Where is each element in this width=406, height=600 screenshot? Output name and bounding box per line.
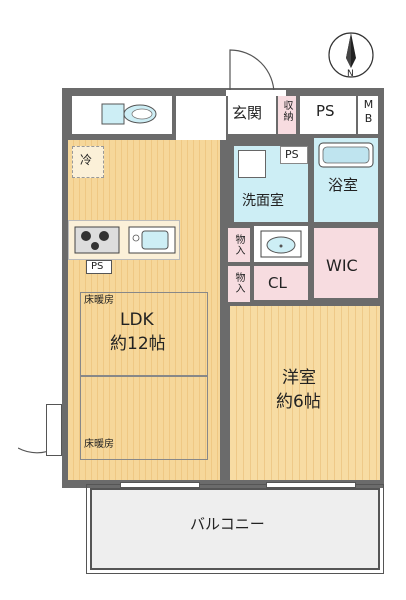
washbasin bbox=[260, 230, 302, 258]
compass: N bbox=[326, 30, 376, 80]
fridge-space bbox=[72, 146, 104, 178]
mono-label-2: 物入 bbox=[233, 272, 244, 294]
floor-heating-zone-2 bbox=[80, 376, 208, 460]
window-youshitsu bbox=[266, 482, 356, 488]
side-door-frame bbox=[46, 404, 62, 456]
washbasin-icon bbox=[260, 230, 302, 258]
ps-top-label: PS bbox=[316, 102, 335, 120]
wic-room bbox=[314, 228, 378, 298]
stove bbox=[74, 226, 120, 254]
mb-room bbox=[358, 96, 378, 134]
window-ldk bbox=[120, 482, 200, 488]
genkan-room bbox=[228, 96, 276, 134]
floor-heating-zone-1 bbox=[80, 292, 208, 376]
ldk-floor bbox=[68, 140, 220, 480]
youshitsu-name: 洋室 bbox=[282, 368, 316, 388]
bathtub bbox=[318, 142, 374, 168]
ldk-size: 約12帖 bbox=[110, 334, 166, 354]
ps-bath-box bbox=[280, 146, 308, 164]
floor-heating-label-2: 床暖房 bbox=[84, 439, 114, 450]
mb-label: MB bbox=[362, 98, 375, 126]
youshitsu-size: 約6帖 bbox=[276, 392, 321, 412]
bathtub-icon bbox=[318, 142, 374, 168]
stove-icon bbox=[74, 226, 120, 254]
ldk-name: LDK bbox=[120, 310, 154, 330]
ps-top-room bbox=[300, 96, 356, 134]
ps-bath-label: PS bbox=[285, 148, 299, 161]
washer-space bbox=[238, 150, 266, 178]
cl-room bbox=[254, 266, 308, 300]
balcony-label: バルコニー bbox=[190, 515, 265, 533]
wic-label: WIC bbox=[326, 256, 358, 275]
ps-toilet-label: PS bbox=[74, 124, 87, 135]
hall-area bbox=[176, 96, 226, 140]
sink-icon bbox=[128, 226, 176, 254]
mono-label-1: 物入 bbox=[233, 234, 244, 256]
senmenshitsu-label: 洗面室 bbox=[242, 193, 284, 209]
kitchen-sink bbox=[128, 226, 176, 254]
shuno-label: 収納 bbox=[281, 100, 292, 122]
ps-sink-label: PS bbox=[91, 261, 104, 272]
cl-label: CL bbox=[268, 274, 287, 292]
entrance-door-icon bbox=[226, 49, 286, 96]
toilet-icon bbox=[101, 103, 157, 125]
genkan-label: 玄関 bbox=[232, 104, 263, 122]
shuno-room bbox=[278, 96, 296, 134]
balcony-area bbox=[90, 488, 380, 570]
floor-heating-label-1: 床暖房 bbox=[84, 295, 114, 306]
mono-storage-2 bbox=[228, 266, 250, 302]
yokushitsu-label: 浴室 bbox=[328, 176, 359, 194]
compass-north-label: N bbox=[347, 69, 354, 79]
compass-icon bbox=[328, 32, 374, 78]
mono-storage-1 bbox=[228, 228, 250, 262]
toilet bbox=[100, 100, 160, 128]
ps-sink-box bbox=[86, 260, 112, 274]
fridge-label: 冷 bbox=[80, 153, 93, 167]
balcony-outer-rail bbox=[86, 484, 384, 574]
youshitsu-floor bbox=[230, 306, 380, 480]
